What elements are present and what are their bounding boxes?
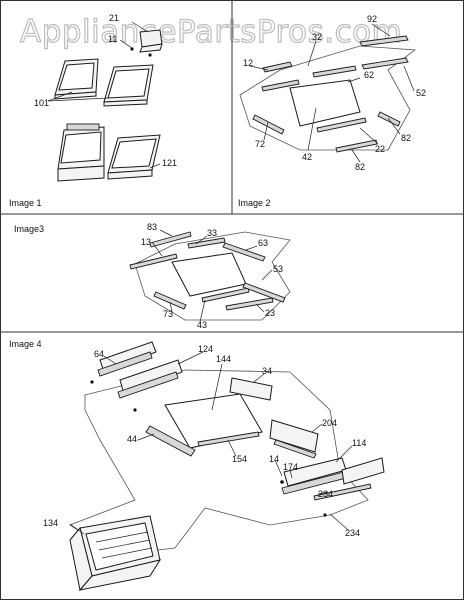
- panel-label-image-2: Image 2: [238, 198, 271, 208]
- callout-34: 34: [262, 366, 272, 376]
- callout-82-a: 82: [401, 133, 411, 143]
- part-rail-154: [197, 431, 260, 447]
- part-bin-right: [107, 134, 161, 180]
- callout-121: 121: [162, 158, 177, 168]
- part-rails-3: [129, 231, 286, 311]
- callout-83: 83: [147, 222, 157, 232]
- callout-13: 13: [141, 237, 151, 247]
- callout-33: 33: [207, 228, 217, 238]
- callout-64: 64: [94, 349, 104, 359]
- callout-32: 32: [312, 32, 322, 42]
- callout-92: 92: [367, 14, 377, 24]
- part-shelf-right: [103, 64, 154, 107]
- panel-label-image-4: Image 4: [9, 339, 42, 349]
- part-crisper-134: [69, 515, 162, 592]
- callout-144: 144: [216, 354, 231, 364]
- callout-62: 62: [364, 70, 374, 80]
- callout-174: 174: [283, 462, 298, 472]
- callout-63: 63: [258, 238, 268, 248]
- watermark: AppliancePartsPros.com: [20, 14, 402, 50]
- part-rail-204: [269, 419, 319, 459]
- panel-image-1: 21 11 101 121 Image 1: [9, 13, 177, 208]
- callout-234-a: 234: [318, 489, 333, 499]
- panel-image-3: 83 33 13 63 53 73 43 23 Image3: [14, 222, 291, 330]
- callout-22: 22: [375, 144, 385, 154]
- callout-43: 43: [197, 320, 207, 330]
- panel-image-4: 124 64 144 34 44 154 204 114 14 174 234 …: [9, 339, 385, 592]
- panel-label-image-1: Image 1: [9, 198, 42, 208]
- callout-101: 101: [34, 98, 49, 108]
- callout-53: 53: [273, 264, 283, 274]
- callout-11: 11: [108, 34, 117, 44]
- part-glass-shelf: [289, 79, 361, 127]
- panel-image-2: 92 32 12 62 52 72 42 82 22 82 Image 2: [238, 14, 426, 208]
- part-rails-234: [313, 457, 385, 501]
- callout-154: 154: [232, 454, 247, 464]
- part-bracket-64: [97, 341, 157, 377]
- callout-12: 12: [243, 58, 253, 68]
- part-glass-shelf-3: [171, 252, 247, 297]
- part-bracket: [130, 29, 163, 57]
- part-shelf-left: [54, 58, 99, 100]
- part-rail-34: [229, 377, 273, 401]
- part-rail-124: [117, 359, 183, 399]
- callout-42: 42: [302, 152, 312, 162]
- callout-72: 72: [255, 139, 265, 149]
- callout-82-b: 82: [355, 162, 365, 172]
- callout-124: 124: [198, 344, 213, 354]
- callout-21: 21: [109, 13, 119, 23]
- callout-23: 23: [265, 308, 275, 318]
- callout-114: 114: [352, 438, 366, 448]
- callout-234-b: 234: [345, 528, 360, 538]
- callout-204: 204: [322, 418, 337, 428]
- callout-52: 52: [416, 88, 426, 98]
- callout-134: 134: [43, 518, 58, 528]
- part-roller-44: [145, 425, 196, 457]
- callout-44: 44: [127, 434, 137, 444]
- panel-label-image-3: Image3: [14, 224, 44, 234]
- callout-73: 73: [163, 309, 173, 319]
- callout-14: 14: [269, 454, 279, 464]
- part-bin-left: [57, 123, 105, 182]
